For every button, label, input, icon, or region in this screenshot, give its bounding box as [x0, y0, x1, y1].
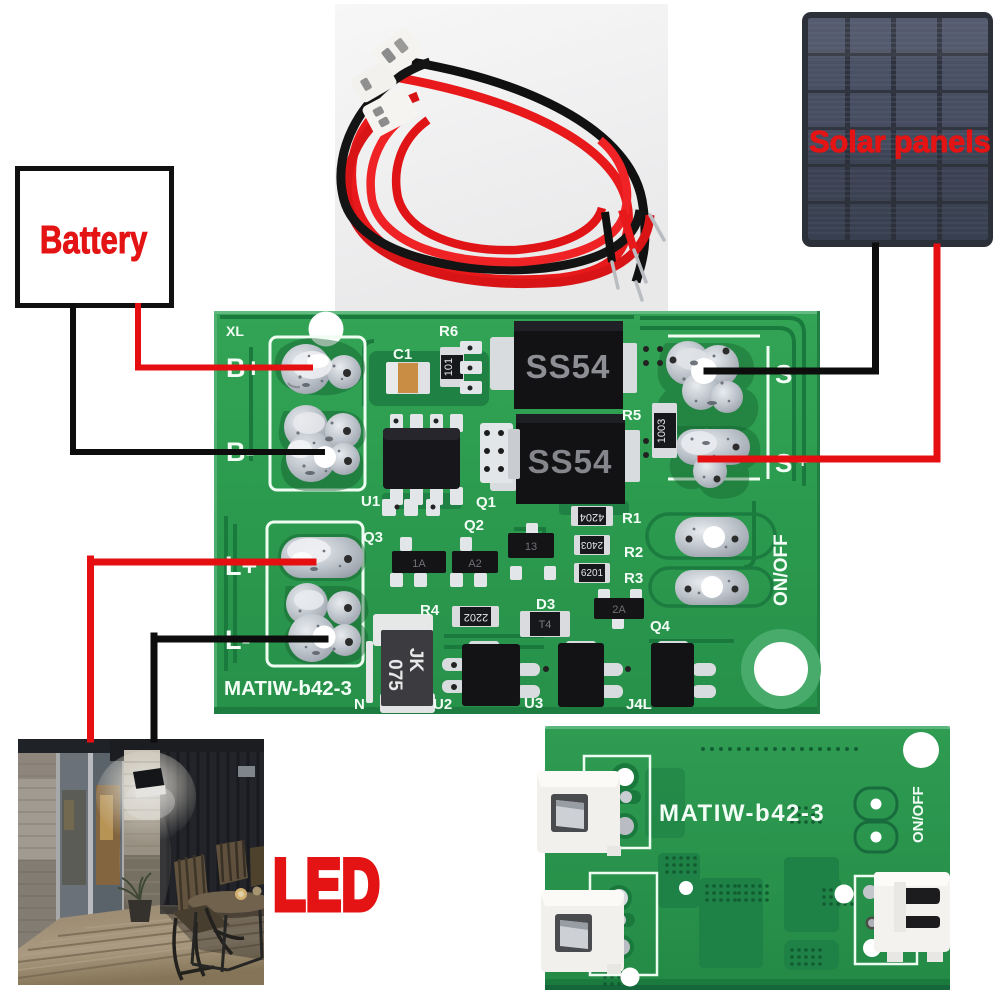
- svg-text:U3: U3: [524, 695, 543, 712]
- svg-text:Q2: Q2: [464, 517, 484, 534]
- svg-text:JK: JK: [405, 648, 426, 673]
- svg-text:R5: R5: [622, 407, 641, 424]
- svg-text:J4L: J4L: [626, 696, 652, 713]
- svg-text:MATIW-b42-3: MATIW-b42-3: [224, 677, 352, 700]
- svg-text:R1: R1: [622, 510, 641, 527]
- svg-text:2403: 2403: [580, 539, 603, 550]
- svg-text:SS54: SS54: [528, 443, 613, 480]
- svg-text:U1: U1: [361, 493, 380, 510]
- svg-text:ON/OFF: ON/OFF: [910, 786, 927, 843]
- svg-text:4204: 4204: [580, 511, 604, 523]
- svg-text:XL: XL: [226, 323, 244, 339]
- svg-text:S: S: [775, 448, 792, 478]
- svg-text:R6: R6: [439, 323, 458, 340]
- svg-text:Solar panels: Solar panels: [809, 125, 990, 159]
- svg-text:A2: A2: [468, 558, 481, 570]
- svg-text:D3: D3: [536, 596, 555, 613]
- svg-text:T4: T4: [539, 619, 552, 631]
- svg-text:2A: 2A: [612, 604, 626, 616]
- svg-text:ON/OFF: ON/OFF: [771, 534, 792, 606]
- svg-text:075: 075: [384, 659, 405, 691]
- svg-text:N: N: [354, 696, 365, 713]
- svg-text:2202: 2202: [464, 611, 488, 623]
- svg-text:R3: R3: [624, 570, 643, 587]
- svg-text:R2: R2: [624, 544, 643, 561]
- svg-text:13: 13: [525, 541, 537, 553]
- svg-text:L+: L+: [225, 551, 257, 581]
- svg-text:Q3: Q3: [363, 529, 383, 546]
- svg-text:1A: 1A: [412, 558, 426, 570]
- svg-text:Q4: Q4: [650, 618, 671, 635]
- svg-text:Battery: Battery: [40, 219, 148, 262]
- svg-text:U2: U2: [433, 696, 452, 713]
- svg-text:R4: R4: [420, 602, 440, 619]
- svg-text:101: 101: [443, 358, 455, 376]
- svg-text:Q1: Q1: [476, 494, 496, 511]
- svg-text:MATIW-b42-3: MATIW-b42-3: [659, 800, 825, 827]
- svg-text:SS54: SS54: [526, 348, 611, 385]
- svg-text:1003: 1003: [656, 419, 668, 443]
- svg-text:LED: LED: [273, 844, 380, 926]
- svg-text:C1: C1: [393, 346, 412, 363]
- svg-text:6201: 6201: [581, 568, 604, 579]
